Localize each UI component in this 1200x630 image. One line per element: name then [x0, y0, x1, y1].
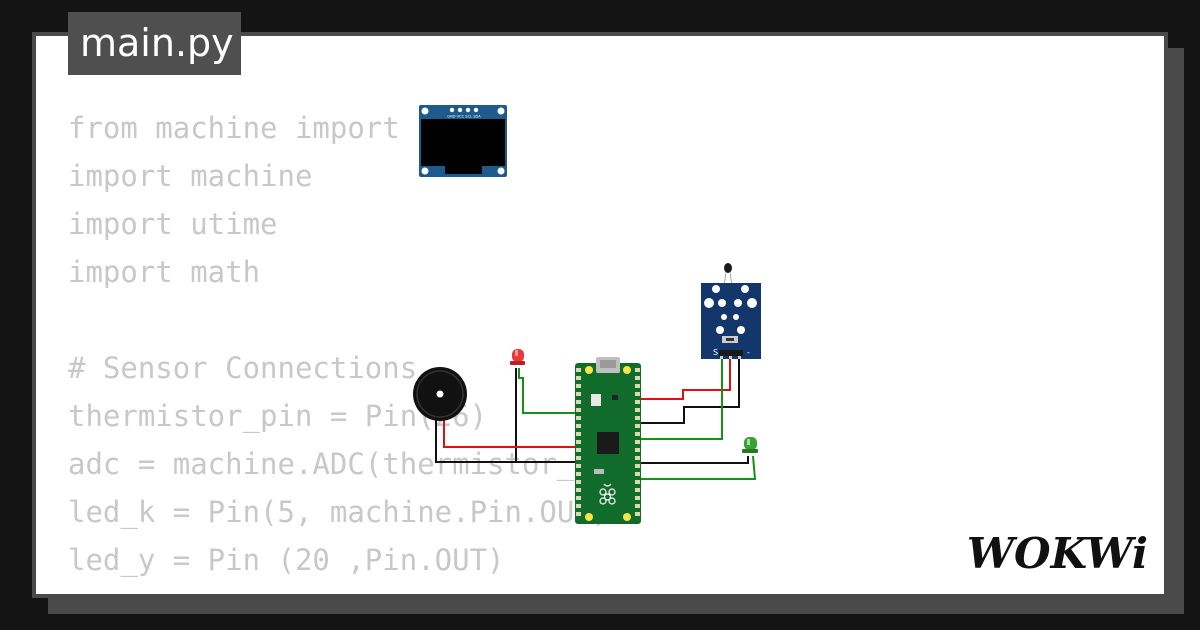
red-led[interactable]	[510, 349, 525, 365]
wire-sensor-gnd[interactable]	[638, 358, 740, 424]
ntc-temperature-sensor[interactable]: S -	[701, 263, 761, 359]
wokwi-logo: WOKWi	[967, 529, 1148, 578]
wire-sensor-vcc[interactable]	[638, 358, 731, 400]
pico-right-pins	[635, 368, 640, 516]
code-line: import machine	[68, 159, 313, 193]
pico-left-pins	[576, 368, 581, 516]
code-line: led_y = Pin (20 ,Pin.OUT)	[68, 543, 505, 577]
oled-display[interactable]: GND VCC SCL SDA	[419, 105, 507, 177]
code-line: import utime	[68, 207, 278, 241]
green-led[interactable]	[742, 437, 758, 453]
wire-buzzer-black[interactable]	[435, 418, 516, 463]
code-preview: from machine import import machine import …	[68, 104, 644, 584]
wire-green-led-anode[interactable]	[638, 455, 757, 480]
code-line: import math	[68, 255, 261, 289]
sensor-pin-label-minus: -	[747, 348, 750, 357]
code-line: led_k = Pin(5, machine.Pin.OUT)	[68, 495, 610, 529]
code-line: # Sensor Connections	[68, 351, 418, 385]
code-line: adc = machine.ADC(thermistor_pin)	[68, 447, 645, 481]
sensor-pin-label-s: S	[713, 348, 718, 357]
buzzer[interactable]	[413, 367, 467, 421]
wire-green-led-cathode[interactable]	[638, 456, 749, 464]
project-card: from machine import import machine import …	[32, 32, 1168, 598]
wire-buzzer-red[interactable]	[443, 418, 576, 448]
oled-pin-labels: GND VCC SCL SDA	[447, 115, 481, 119]
wire-red-led[interactable]	[518, 368, 576, 414]
wires	[435, 358, 757, 480]
code-line: thermistor_pin = Pin(26)	[68, 399, 488, 433]
raspberry-pi-pico[interactable]	[575, 357, 641, 524]
wire-sensor-signal[interactable]	[638, 358, 723, 440]
code-line: from machine import	[68, 111, 400, 145]
raspberry-logo-icon	[599, 483, 616, 505]
file-tab-main-py[interactable]: main.py	[68, 12, 241, 75]
